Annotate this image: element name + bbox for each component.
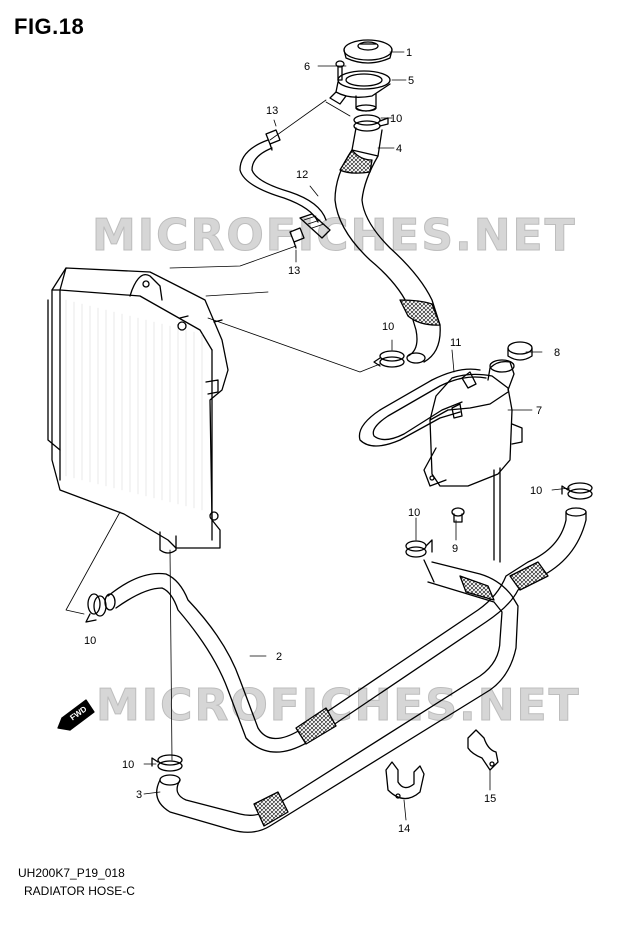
callout-4: 4 bbox=[396, 143, 402, 155]
callout-10-a: 10 bbox=[390, 113, 402, 125]
callout-10-c: 10 bbox=[530, 485, 542, 497]
breather-hose bbox=[239, 139, 331, 239]
callout-10-b: 10 bbox=[382, 321, 394, 333]
clip-lower bbox=[289, 227, 305, 249]
hose-clamp-lower-left bbox=[151, 754, 183, 772]
overflow-hose bbox=[358, 368, 487, 447]
reservoir-tank bbox=[423, 359, 523, 563]
reservoir-cap bbox=[507, 341, 533, 361]
callout-3: 3 bbox=[136, 789, 142, 801]
callout-labels: 1 2 3 4 5 6 7 8 9 10 10 10 10 10 10 11 1… bbox=[84, 47, 560, 835]
upper-hose bbox=[334, 127, 441, 364]
callout-10-e: 10 bbox=[84, 635, 96, 647]
callout-9: 9 bbox=[452, 543, 458, 555]
radiator bbox=[47, 267, 229, 554]
callout-6: 6 bbox=[304, 61, 310, 73]
bracket-15 bbox=[467, 729, 499, 771]
hose-clamp-lower-middle bbox=[405, 539, 433, 558]
figure-caption: RADIATOR HOSE-C bbox=[24, 884, 135, 898]
bolt bbox=[451, 507, 465, 523]
callout-8: 8 bbox=[554, 347, 560, 359]
hose-clamp-right bbox=[561, 482, 593, 500]
leader-lines bbox=[65, 51, 571, 821]
callout-10-d: 10 bbox=[408, 507, 420, 519]
fwd-direction-marker: FWD bbox=[57, 699, 95, 731]
callout-11: 11 bbox=[450, 337, 461, 349]
clip-upper bbox=[265, 129, 281, 151]
watermark-top: MICROFICHES.NET bbox=[92, 210, 577, 262]
screw bbox=[335, 60, 345, 81]
callout-1: 1 bbox=[406, 47, 412, 59]
callout-5: 5 bbox=[408, 75, 414, 87]
filler-neck bbox=[329, 70, 391, 112]
figure-title: FIG.18 bbox=[14, 14, 85, 39]
callout-13-b: 13 bbox=[288, 265, 300, 277]
callout-13-a: 13 bbox=[266, 105, 278, 117]
lower-hose-left bbox=[156, 559, 519, 833]
radiator-cap bbox=[343, 39, 393, 64]
callout-12: 12 bbox=[296, 169, 308, 181]
hose-clamp-left bbox=[85, 593, 107, 623]
lower-hose bbox=[104, 507, 587, 753]
callout-14: 14 bbox=[398, 823, 410, 835]
callout-10-f: 10 bbox=[122, 759, 134, 771]
callout-15: 15 bbox=[484, 793, 496, 805]
callout-7: 7 bbox=[536, 405, 542, 417]
bracket-14 bbox=[385, 761, 425, 800]
hose-clamp-top bbox=[353, 114, 389, 132]
figure-code: UH200K7_P19_018 bbox=[18, 866, 125, 880]
callout-2: 2 bbox=[276, 651, 282, 663]
